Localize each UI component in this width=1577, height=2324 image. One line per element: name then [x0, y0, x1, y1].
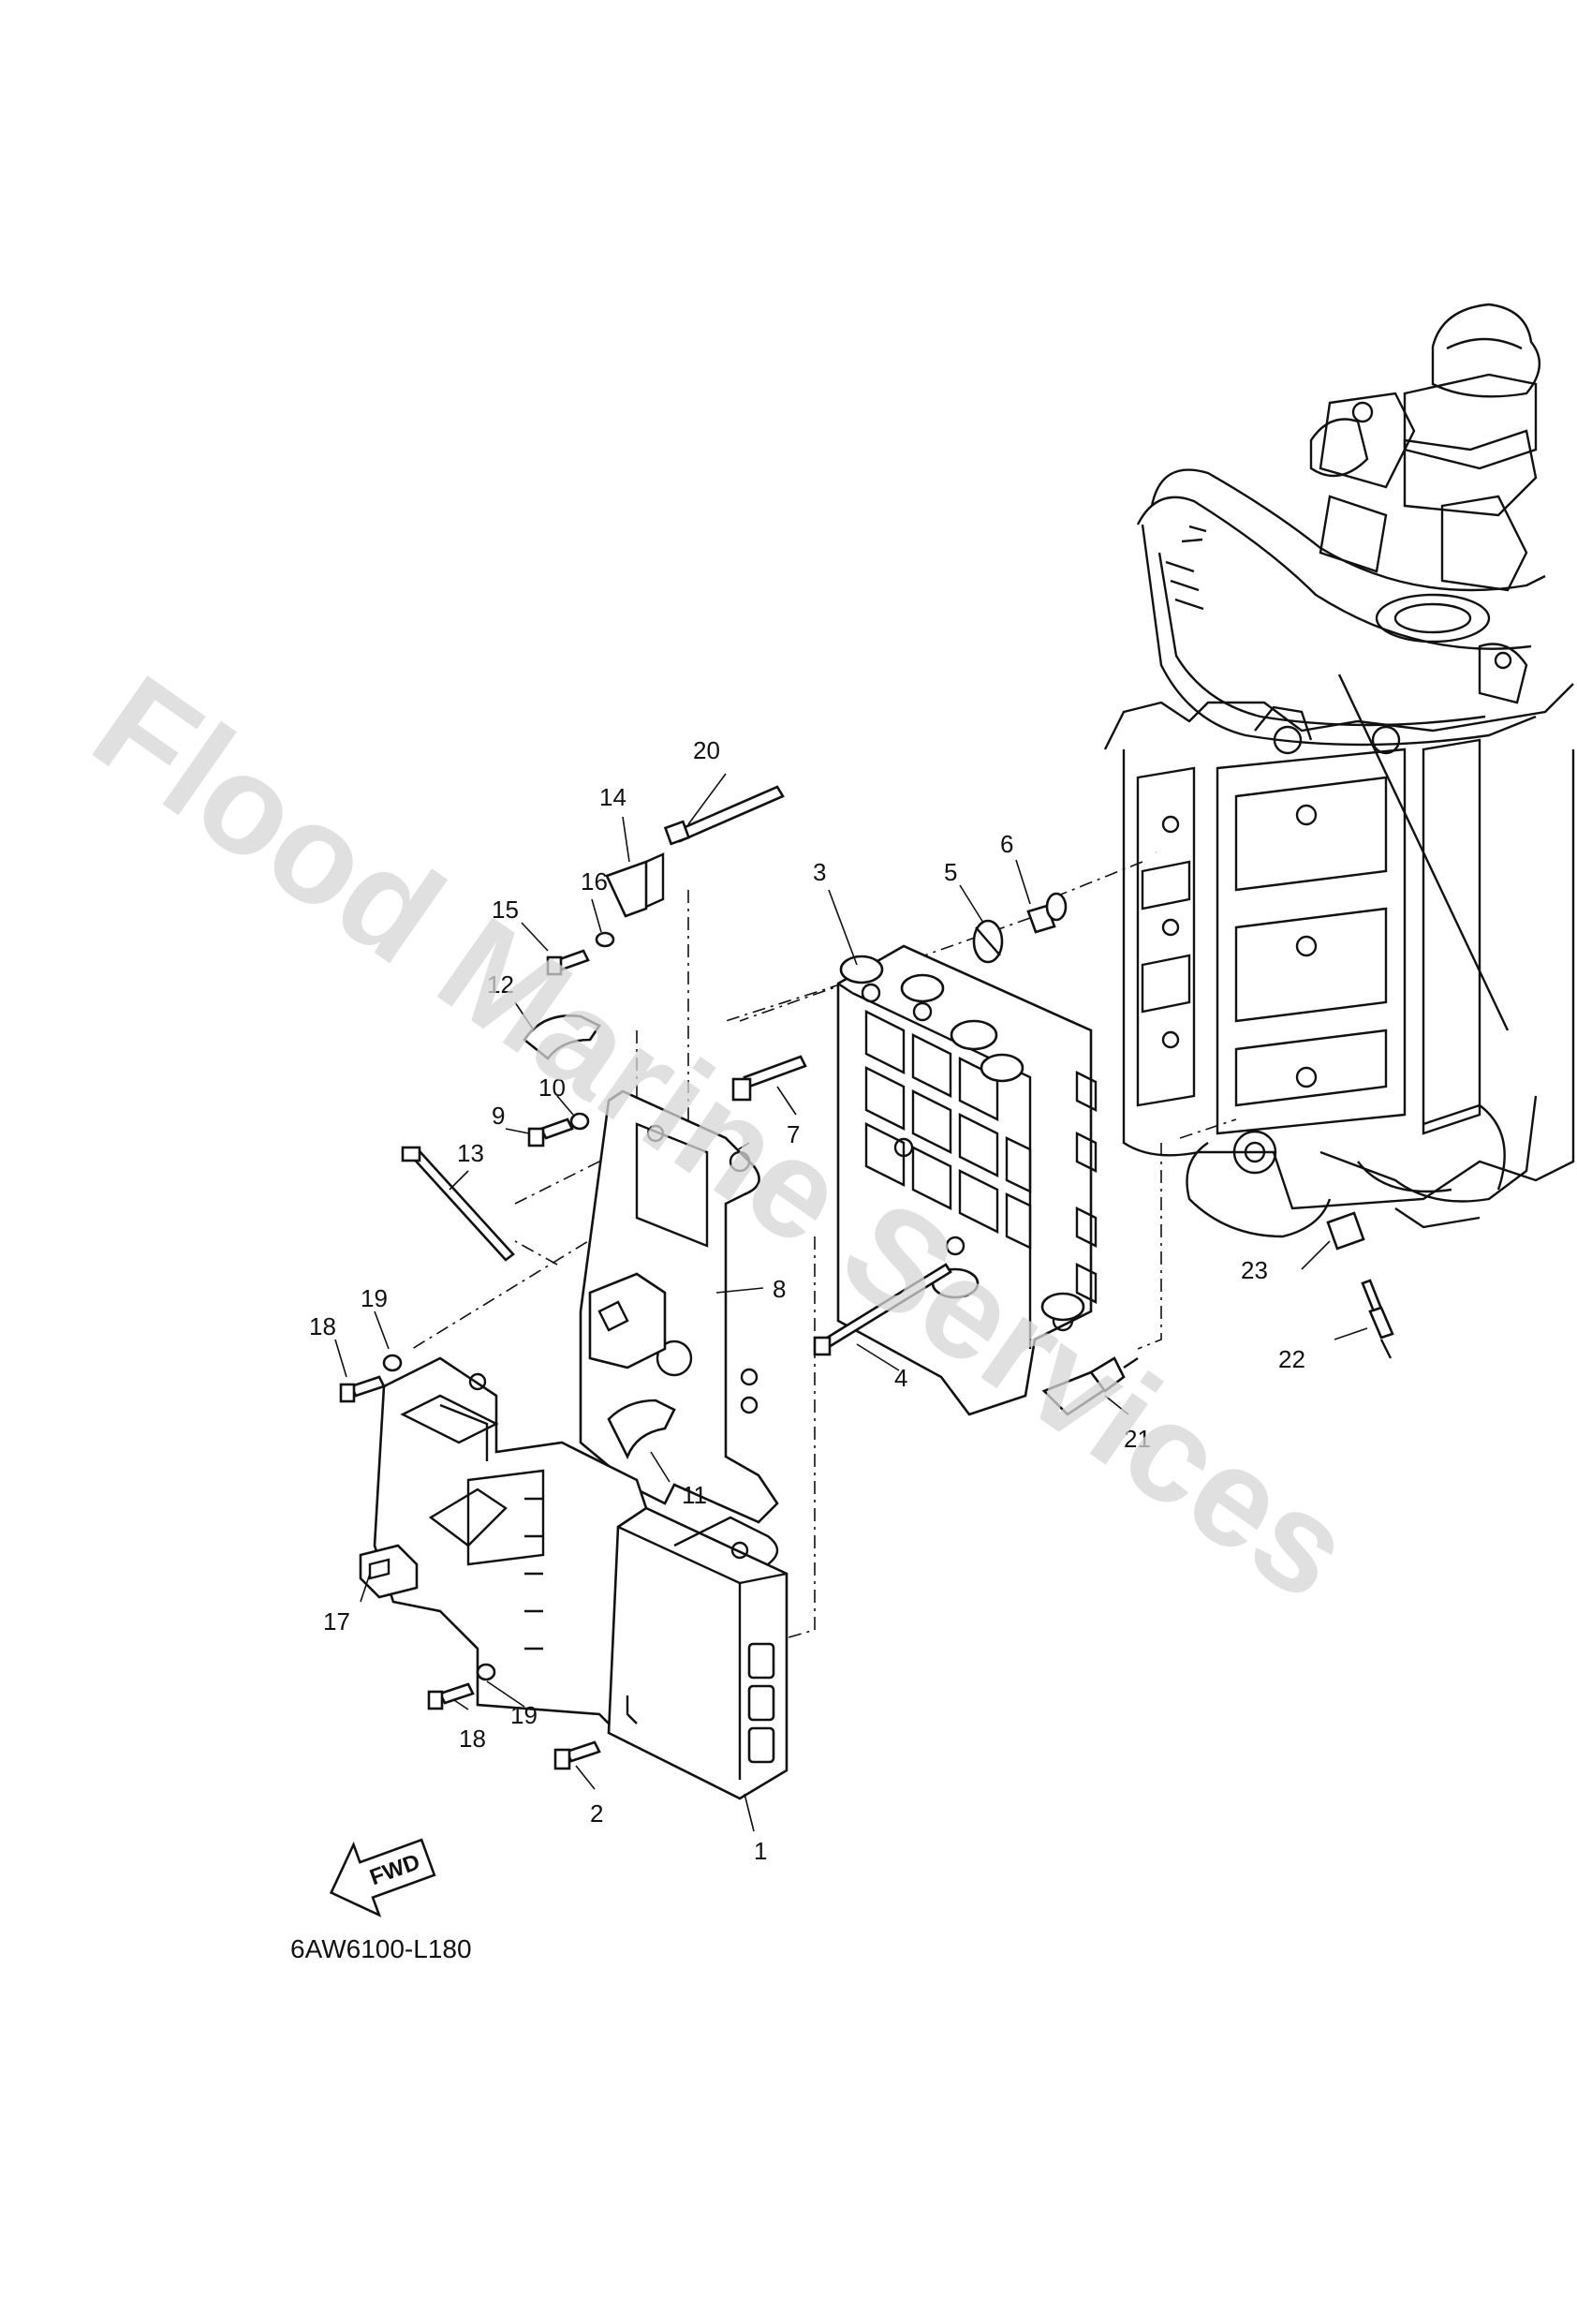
engine-block — [1103, 303, 1575, 1238]
callout-22: 22 — [1278, 1345, 1305, 1373]
callout-8: 8 — [773, 1275, 786, 1303]
callout-7: 7 — [787, 1120, 800, 1148]
callout-13: 13 — [457, 1139, 484, 1167]
callout-5: 5 — [944, 858, 957, 886]
callout-14: 14 — [599, 783, 626, 811]
callout-19b: 19 — [510, 1701, 538, 1729]
callout-3: 3 — [813, 858, 826, 886]
leader-lines — [334, 773, 1368, 1832]
part-1-ecm — [607, 1506, 788, 1800]
callout-2: 2 — [590, 1799, 603, 1828]
callouts: 20 14 16 15 12 10 9 3 5 6 7 8 13 19 18 4… — [309, 736, 1305, 1865]
callout-23: 23 — [1241, 1256, 1268, 1284]
callout-6: 6 — [1000, 830, 1013, 858]
callout-18a: 18 — [309, 1312, 336, 1340]
callout-10: 10 — [538, 1073, 566, 1102]
callout-20: 20 — [693, 736, 720, 764]
small-parts — [339, 785, 1394, 1770]
callout-21: 21 — [1124, 1425, 1151, 1453]
part-17-bracket — [359, 1356, 648, 1744]
callout-12: 12 — [487, 970, 514, 999]
callout-17: 17 — [323, 1607, 350, 1636]
callout-18b: 18 — [459, 1724, 486, 1753]
callout-1: 1 — [754, 1837, 767, 1865]
callout-16: 16 — [581, 867, 608, 896]
callout-9: 9 — [492, 1102, 505, 1130]
callout-11: 11 — [682, 1481, 707, 1509]
callout-15: 15 — [492, 896, 519, 924]
callout-4: 4 — [894, 1364, 907, 1392]
callout-19a: 19 — [361, 1284, 388, 1312]
diagram-code: 6AW6100-L180 — [290, 1934, 472, 1963]
fwd-arrow: FWD — [329, 1838, 436, 1917]
